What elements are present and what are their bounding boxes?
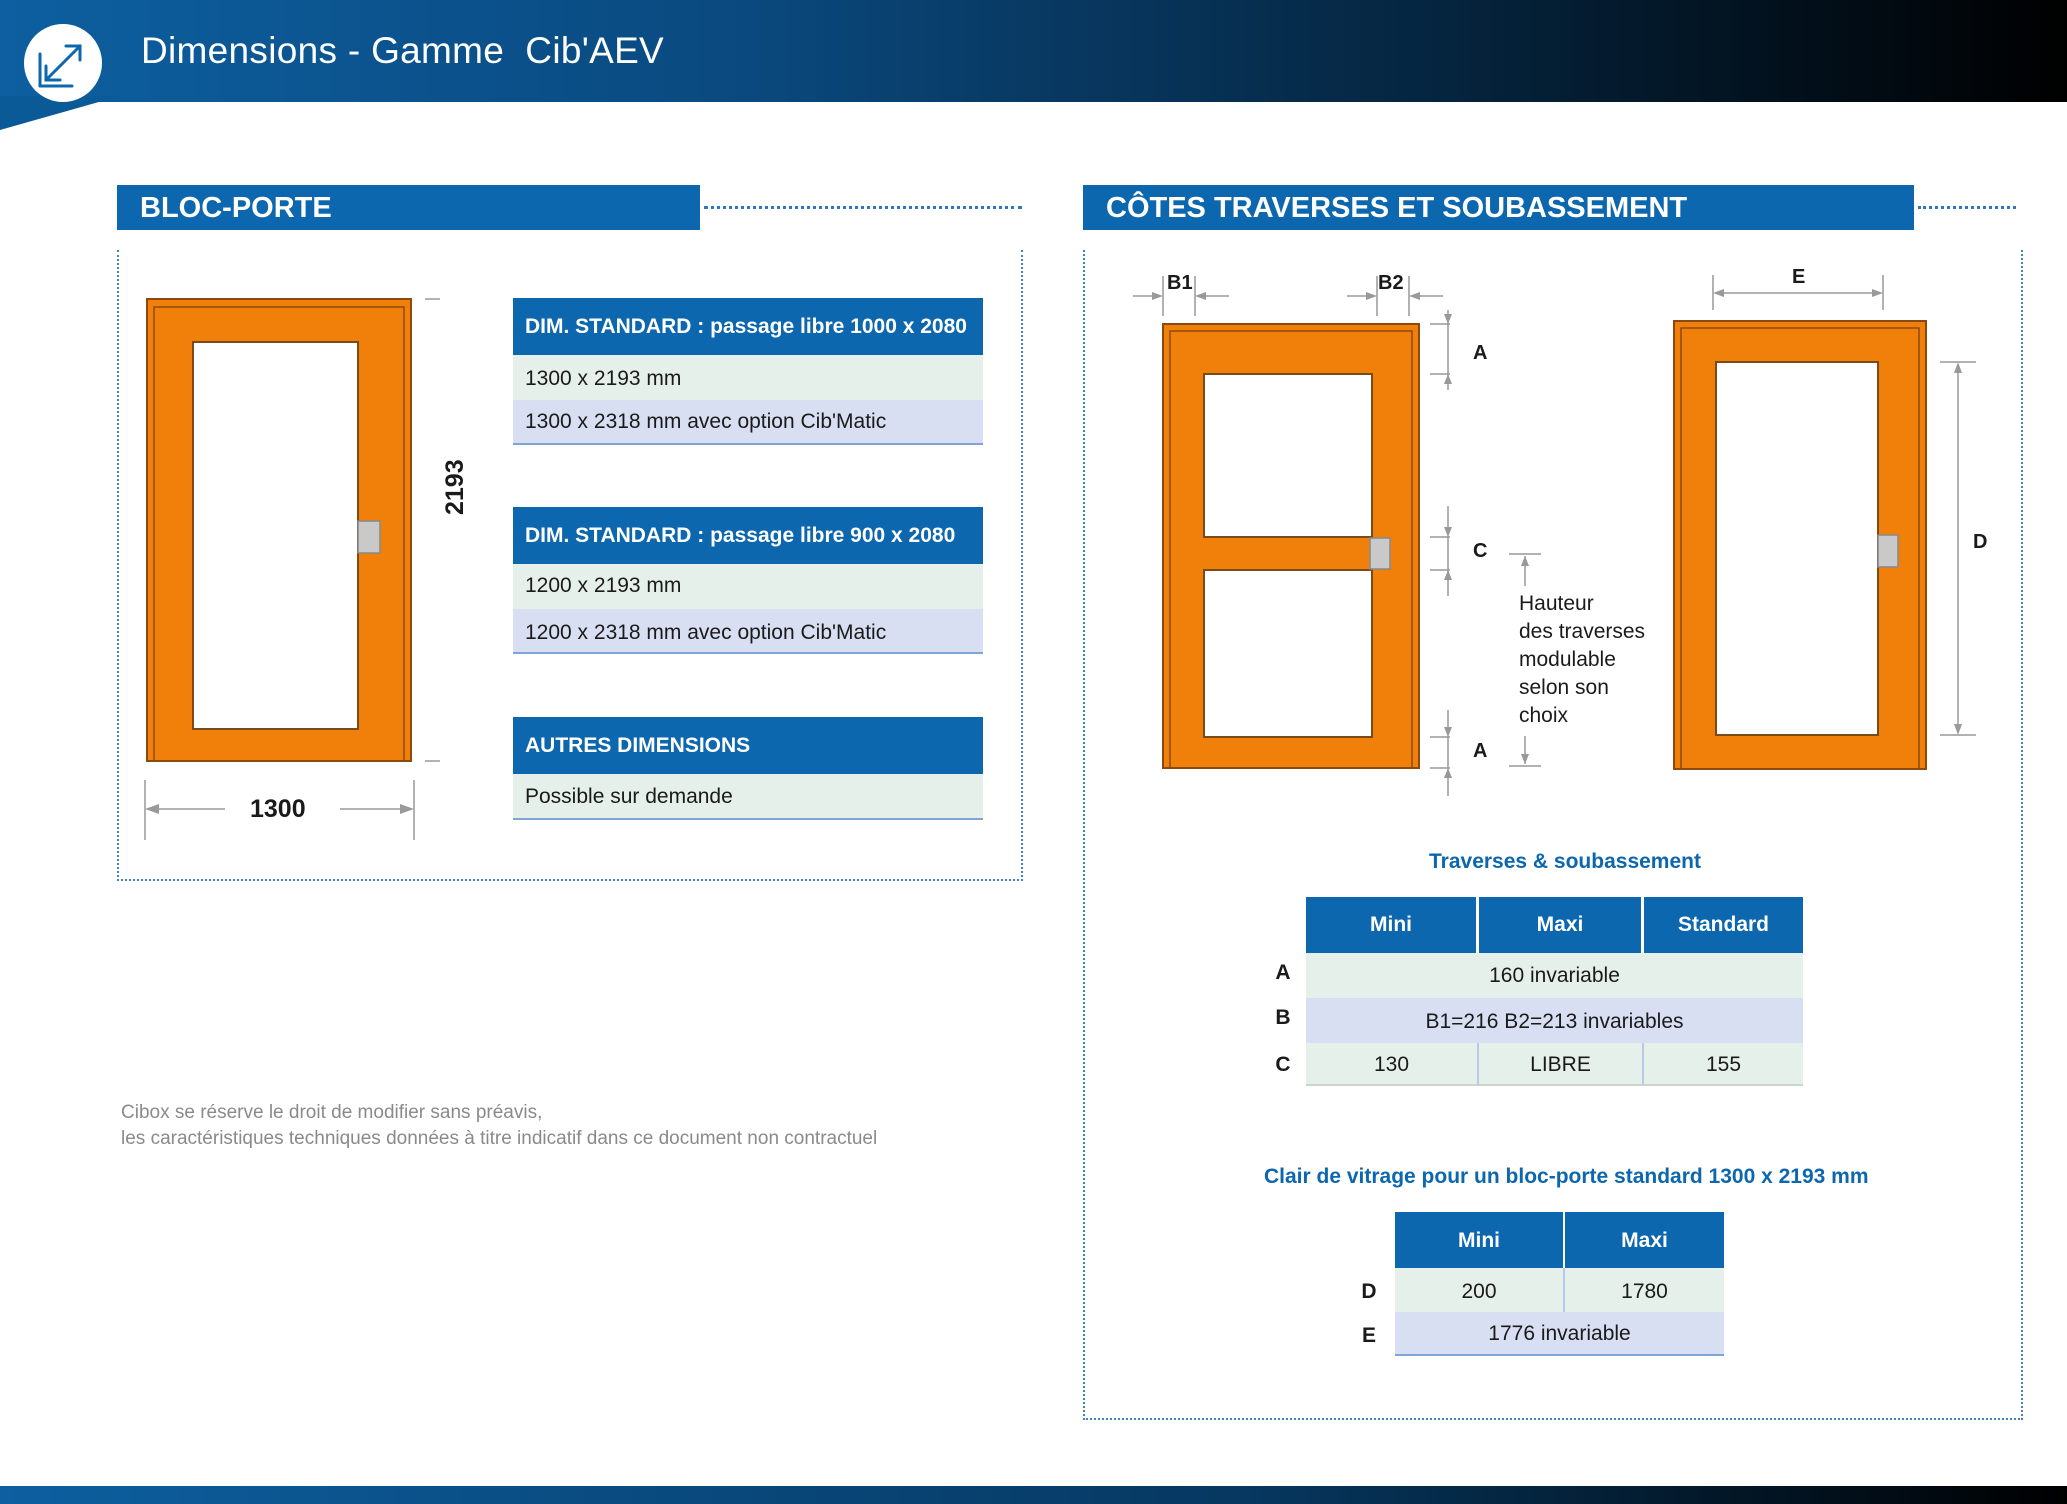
section-divider — [1918, 206, 2016, 209]
spec-table-900: DIM. STANDARD : passage libre 900 x 2080… — [513, 507, 983, 654]
dim-label-d: D — [1973, 531, 1988, 553]
note-line: les caractéristiques techniques données … — [121, 1128, 878, 1149]
section-title-bloc-porte: BLOC-PORTE — [117, 185, 700, 230]
table2-row-label-d: D — [1361, 1280, 1377, 1303]
hauteur-line: des traverses — [1519, 620, 1646, 643]
hauteur-note: Hauteur des traverses modulable selon so… — [1519, 590, 1645, 730]
table1-cell-c-standard: 155 — [1642, 1043, 1803, 1086]
page-title: Dimensions - Gamme Cib'AEV — [141, 30, 665, 71]
table2-header-maxi: Maxi — [1563, 1212, 1724, 1268]
header-banner — [0, 0, 2067, 102]
table2-cell-e: 1776 invariable — [1395, 1312, 1724, 1356]
dim-label-b1: B1 — [1167, 272, 1193, 294]
spec-row: Possible sur demande — [513, 774, 983, 820]
table1-row-label-a: A — [1275, 961, 1291, 984]
left-panel-frame — [117, 250, 1023, 881]
table1-header-maxi: Maxi — [1477, 897, 1641, 953]
dim-label-a-top: A — [1473, 342, 1488, 364]
section-title-cotes: CÔTES TRAVERSES ET SOUBASSEMENT — [1083, 185, 1914, 230]
spec-row: 1200 x 2193 mm — [513, 564, 983, 609]
spec-row: 1200 x 2318 mm avec option Cib'Matic — [513, 609, 983, 654]
hauteur-line: Hauteur — [1519, 592, 1594, 615]
dim-label-b2: B2 — [1378, 272, 1404, 294]
hauteur-line: modulable — [1519, 648, 1616, 671]
spec-table-1000: DIM. STANDARD : passage libre 1000 x 208… — [513, 298, 983, 445]
table1-row-label-b: B — [1275, 1006, 1291, 1029]
dim-label-e: E — [1792, 266, 1806, 288]
table2-caption: Clair de vitrage pour un bloc-porte stan… — [1264, 1165, 1869, 1188]
right-panel-frame — [1083, 250, 2023, 1420]
table1-caption: Traverses & soubassement — [1429, 850, 1701, 873]
table1-cell-c-mini: 130 — [1306, 1043, 1477, 1086]
table1-header-mini: Mini — [1306, 897, 1476, 953]
modulable-arrow — [1509, 553, 1541, 767]
table1-header-standard: Standard — [1642, 897, 1803, 953]
spec-row: 1300 x 2193 mm — [513, 355, 983, 400]
door-drawing-glazing — [1673, 275, 1976, 770]
hauteur-line: selon son — [1519, 676, 1609, 699]
table1-cell-b: B1=216 B2=213 invariables — [1306, 998, 1803, 1043]
table1-cell-c-maxi: LIBRE — [1477, 1043, 1642, 1086]
section-divider — [704, 206, 1022, 209]
width-dimension-label: 1300 — [250, 795, 306, 823]
dim-label-c: C — [1473, 540, 1488, 562]
dim-label-a-bottom: A — [1473, 740, 1488, 762]
spec-table-autres: AUTRES DIMENSIONS Possible sur demande — [513, 717, 983, 820]
spec-header: DIM. STANDARD : passage libre 1000 x 208… — [513, 298, 983, 355]
door-drawing-front — [144, 298, 440, 840]
hauteur-line: choix — [1519, 704, 1569, 727]
note-line: Cibox se réserve le droit de modifier sa… — [121, 1102, 543, 1123]
table2-header-mini: Mini — [1395, 1212, 1563, 1268]
disclaimer-note: Cibox se réserve le droit de modifier sa… — [121, 1100, 877, 1152]
spec-header: AUTRES DIMENSIONS — [513, 717, 983, 774]
table2-cell-d-maxi: 1780 — [1563, 1268, 1724, 1312]
door-drawing-transom — [1133, 276, 1452, 796]
table1-row-label-c: C — [1275, 1053, 1291, 1076]
spec-row: 1300 x 2318 mm avec option Cib'Matic — [513, 400, 983, 445]
footer-bar — [0, 1486, 2067, 1504]
table1-cell-a: 160 invariable — [1306, 953, 1803, 998]
table2-row-label-e: E — [1361, 1324, 1376, 1347]
resize-arrows-icon — [24, 24, 102, 102]
spec-header: DIM. STANDARD : passage libre 900 x 2080 — [513, 507, 983, 564]
table2-cell-d-mini: 200 — [1395, 1268, 1563, 1312]
